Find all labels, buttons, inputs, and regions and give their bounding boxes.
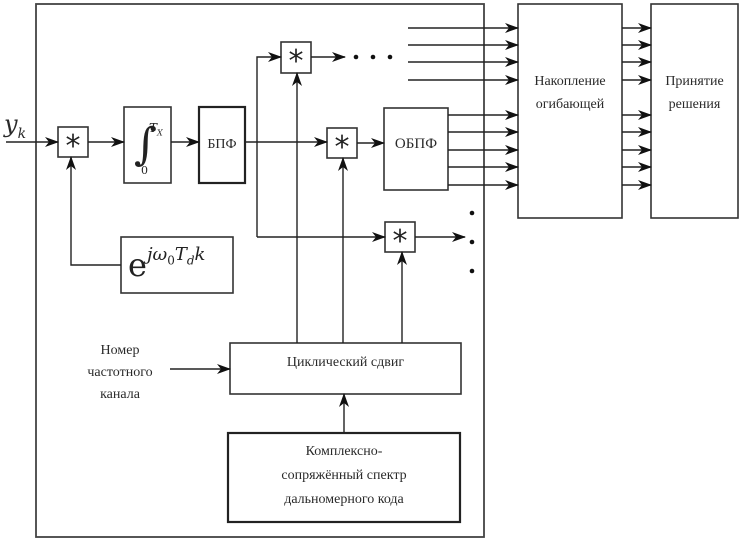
channel-number-label: Номер частотного канала: [70, 340, 170, 406]
conjugate-spectrum-line-1: Комплексно-: [305, 444, 383, 459]
decision-label: Принятие решения: [652, 70, 737, 116]
multiplier-2-symbol: *: [288, 44, 304, 79]
multiplier-3-symbol: *: [334, 130, 350, 165]
conjugate-spectrum-line-2: сопряжённый спектр: [281, 468, 407, 483]
conjugate-spectrum-line-3: дальномерного кода: [284, 492, 404, 507]
exponent-power: jω0Tdk: [146, 244, 206, 268]
ifft-output-arrows: [448, 110, 519, 190]
exponent-base: e: [128, 246, 147, 284]
envelope-accumulation-label: Накопление огибающей: [519, 70, 621, 116]
processing-boundary: [35, 3, 485, 538]
input-signal-label: yk: [4, 112, 34, 146]
conjugate-spectrum-label: Комплексно- сопряжённый спектр дальномер…: [228, 440, 460, 512]
envelope-accumulation-line-1: Накопление: [534, 74, 606, 89]
fft-branch-to-mult2: [256, 52, 282, 237]
decision-line-1: Принятие: [665, 74, 724, 89]
conjugate-spectrum-box: [226, 431, 462, 524]
accumulator-to-decision-arrows: [622, 23, 652, 190]
channel-number-line-1: Номер: [100, 343, 140, 358]
multiplier-1-symbol: *: [65, 129, 81, 164]
ifft-label: ОБПФ: [394, 136, 438, 152]
multiplier-4-symbol: *: [392, 224, 408, 259]
input-signal-base: y: [4, 110, 18, 138]
integrator-label: ∫ TX 0: [124, 107, 171, 183]
integral-symbol: ∫: [134, 119, 157, 170]
top-channel-arrows: [408, 23, 519, 85]
decision-line-2: решения: [668, 97, 721, 112]
cyclic-shift-label: Циклический сдвиг: [286, 355, 405, 370]
integral-lower-limit: 0: [141, 164, 148, 177]
fft-box: [197, 105, 247, 185]
envelope-accumulation-line-2: огибающей: [535, 97, 605, 112]
exponent-to-mult1-arrow: [66, 156, 121, 266]
exponent-label: ejω0Tdk: [128, 244, 228, 284]
integral-upper-limit: TX: [149, 121, 163, 138]
cyclic-shift-box: [229, 342, 462, 395]
channel-number-line-3: канала: [100, 387, 140, 402]
fft-label: БПФ: [207, 137, 237, 152]
input-signal-subscript: k: [17, 125, 27, 142]
horizontal-ellipsis: [353, 54, 393, 60]
ifft-box: [383, 107, 449, 191]
vertical-ellipsis: [469, 210, 475, 274]
integrator-box: [123, 106, 172, 184]
channel-number-line-2: частотного: [87, 365, 153, 380]
